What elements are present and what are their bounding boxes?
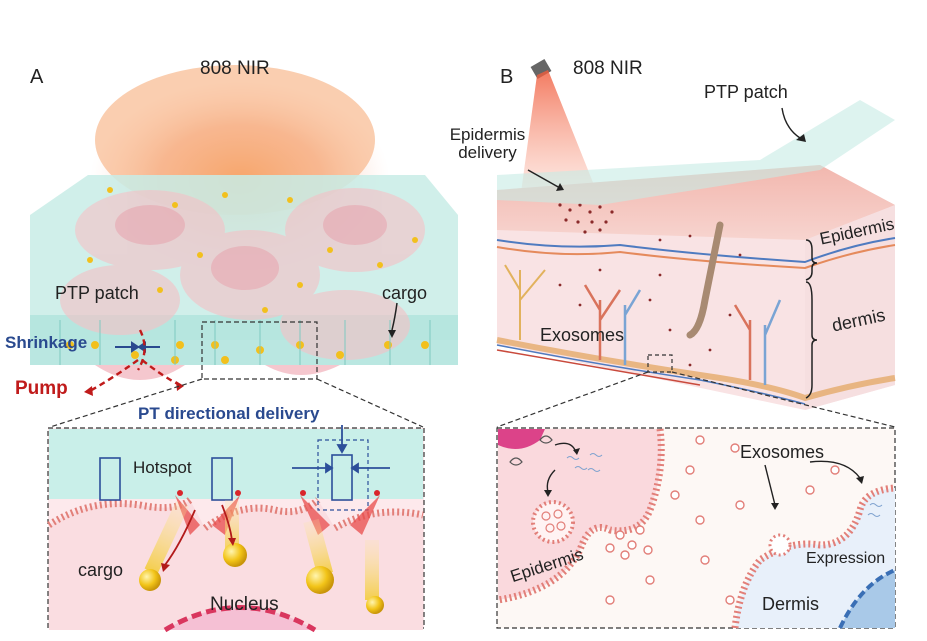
pt-arrows <box>292 425 390 474</box>
expression-label: Expression <box>806 550 886 567</box>
panel-a <box>30 65 458 633</box>
nuclei-a <box>115 205 387 290</box>
mvb <box>531 500 575 544</box>
shrinkage-label: Shrinkage <box>5 333 88 352</box>
inset-nucleus-b <box>498 429 545 449</box>
zoom-line-right-a <box>316 378 424 428</box>
cargo-balls-a <box>139 500 384 614</box>
inset-epidermis-cell <box>498 429 662 600</box>
dermis-brace <box>805 281 818 399</box>
inset-b <box>496 427 896 629</box>
nucleus-a <box>165 607 315 630</box>
vessel-tree-yellow <box>504 264 546 340</box>
panel-a-ptp-patch-label: PTP patch <box>55 283 139 303</box>
vessel-line-orange <box>496 244 896 270</box>
inset-dermis-label: Dermis <box>762 594 819 614</box>
fat-layer <box>496 337 896 402</box>
cell-under-a2 <box>265 365 340 375</box>
zoom-line-left-b <box>496 371 649 428</box>
cell-under-a <box>95 365 185 380</box>
pt-directional-delivery-label: PT directional delivery <box>138 404 320 423</box>
ptp-patch-b <box>497 100 895 205</box>
inset-b-arrows <box>546 442 861 506</box>
mrna-a <box>566 453 603 472</box>
inset-dermis-nucleus <box>840 570 895 628</box>
panel-a-cargo-label: cargo <box>382 283 428 303</box>
exosomes-b <box>605 435 840 605</box>
cargo-dots-a <box>66 187 429 364</box>
nir-beam-b <box>520 70 600 200</box>
pore-highlight <box>317 439 369 511</box>
panel-b-ptp-patch-label: PTP patch <box>704 82 788 102</box>
epidermis-delivery-label: Epidermis delivery <box>449 125 526 162</box>
skin-side <box>805 205 895 410</box>
cargo-inset-label: cargo <box>78 560 124 580</box>
vessel-tree-red <box>583 284 752 380</box>
patch-arrow-b <box>781 107 801 139</box>
vessel-line-blue <box>496 237 896 264</box>
shrinkage-arrows <box>115 341 160 353</box>
zoom-line-left-a <box>49 378 203 428</box>
pores-a <box>99 454 353 501</box>
channels-a <box>59 320 431 365</box>
exosomes-label: Exosomes <box>540 325 625 345</box>
hotspot-label: Hotspot <box>133 458 192 477</box>
delivery-arrows-a <box>164 504 233 566</box>
pump-label: Pump <box>15 378 68 399</box>
nucleus-label: Nucleus <box>210 594 279 615</box>
panel-a-nir-label: 808 NIR <box>200 58 270 79</box>
panel-b-nir-label: 808 NIR <box>573 58 643 79</box>
epidermis-arrow-b <box>527 169 561 189</box>
pump-arrowhead-left <box>84 386 93 396</box>
zoom-box-b <box>647 354 673 373</box>
zoom-line-right-b <box>671 371 896 428</box>
zoom-box-a <box>201 321 318 380</box>
delivery-dots-b <box>558 203 742 367</box>
panel-b <box>496 58 896 629</box>
hair-follicle <box>686 221 724 339</box>
cargo-arrow-a <box>388 302 398 338</box>
inset-exosomes-label: Exosomes <box>740 442 825 462</box>
pump-arrowhead-right <box>176 381 184 391</box>
inset-a <box>47 425 425 633</box>
panel-a-letter: A <box>30 66 44 88</box>
panel-b-letter: B <box>500 66 514 88</box>
vessel-tree-blue <box>623 289 782 385</box>
epidermis-brace <box>805 239 818 281</box>
vesicle-icons <box>509 435 553 466</box>
